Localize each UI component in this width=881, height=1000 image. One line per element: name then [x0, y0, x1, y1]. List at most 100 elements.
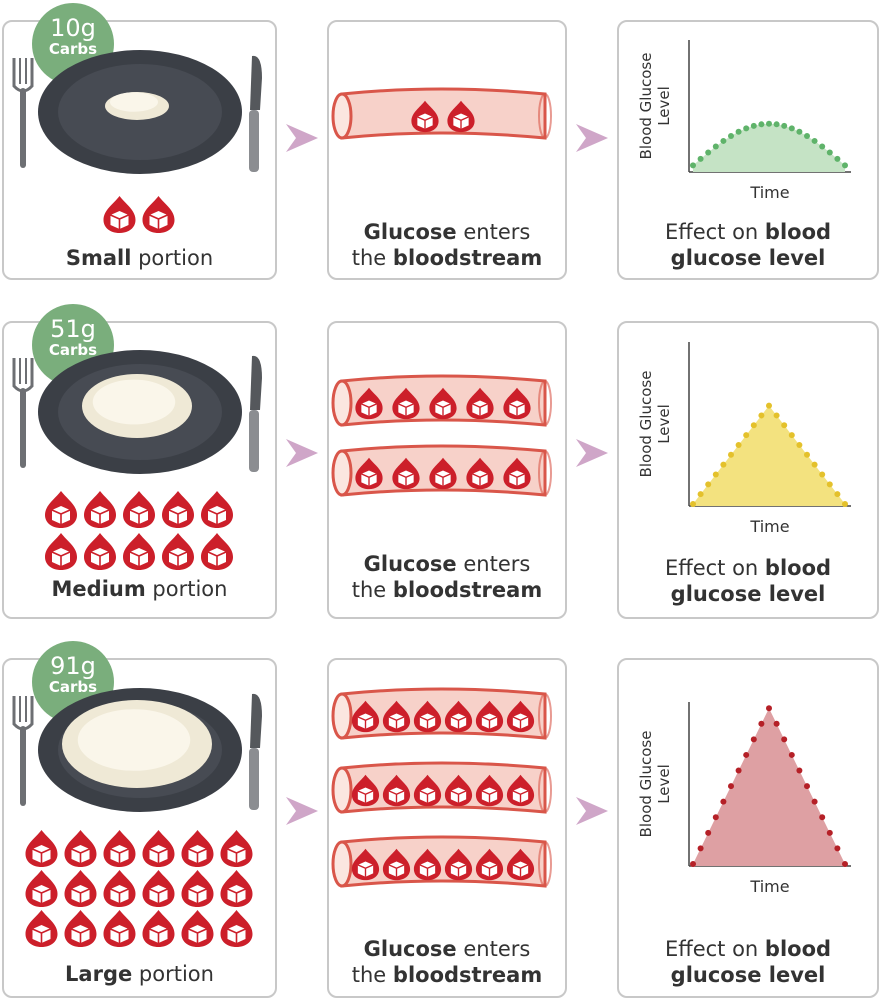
curve-point — [834, 845, 841, 852]
glucose-drop-icon — [392, 457, 420, 490]
curve-point — [758, 121, 765, 128]
glucose-drop-icon — [103, 910, 136, 947]
bloodstream-caption-medium: Glucose enters the bloodstream — [351, 552, 543, 602]
curve-point — [819, 814, 826, 821]
curve-point — [720, 798, 727, 805]
glucose-drops-small — [103, 196, 175, 233]
carbs-amount: 91g — [50, 652, 96, 680]
glucose-drop-icon — [506, 848, 535, 881]
glucose-drop-icon — [475, 700, 504, 733]
carbs-unit: Carbs — [48, 40, 98, 58]
curve-point — [796, 128, 803, 135]
curve-point — [788, 125, 795, 132]
curve-point — [743, 751, 750, 758]
glucose-drop-icon — [355, 387, 383, 420]
glucose-drop-icon — [411, 100, 439, 133]
glucose-drop-icon — [123, 491, 155, 528]
glucose-drop-icon — [351, 700, 380, 733]
blood-vessels-large — [331, 687, 552, 888]
fork-icon — [12, 696, 34, 806]
curve-point — [811, 137, 818, 144]
glucose-drop-icon — [382, 774, 411, 807]
glucose-drop-icon — [220, 910, 253, 947]
glucose-drop-icon — [25, 870, 58, 907]
plate-medium-portion — [12, 350, 262, 474]
glucose-drop-icon — [392, 387, 420, 420]
curve-area — [693, 708, 845, 866]
bloodstream-caption-large: Glucose enters the bloodstream — [351, 937, 543, 987]
curve-point — [842, 162, 848, 169]
glucose-drop-icon — [447, 100, 475, 133]
glucose-drop-icon — [475, 848, 504, 881]
curve-point — [826, 829, 833, 836]
curve-point — [735, 441, 742, 448]
glucose-drop-icon — [506, 774, 535, 807]
curve-point — [826, 149, 833, 156]
bloodstream-panel-small — [327, 20, 567, 280]
glucose-drop-icon — [181, 910, 214, 947]
glucose-drop-icon — [506, 700, 535, 733]
curve-point — [705, 829, 712, 836]
y-axis-label: Blood GlucoseLevel — [637, 371, 673, 478]
carbs-amount: 51g — [50, 315, 96, 343]
curve-point — [690, 861, 696, 867]
effect-caption-small: Effect on blood glucose level — [664, 220, 832, 270]
curve-point — [705, 481, 712, 488]
glucose-drop-icon — [103, 196, 136, 233]
glucose-drop-icon — [413, 848, 442, 881]
curve-point — [712, 143, 719, 150]
effect-caption-large: Effect on blood glucose level — [664, 937, 832, 987]
curve-point — [826, 481, 833, 488]
glucose-drop-icon — [355, 457, 383, 490]
curve-point — [842, 501, 848, 507]
arrow-right-icon — [576, 124, 608, 152]
carbs-unit: Carbs — [48, 341, 98, 359]
curve-point — [773, 412, 780, 419]
curve-point — [819, 143, 826, 150]
curve-point — [758, 412, 765, 419]
curve-point — [766, 402, 772, 409]
glucose-drop-icon — [351, 774, 380, 807]
arrow-right-icon — [576, 439, 608, 467]
curve-point — [705, 149, 712, 156]
curve-point — [697, 845, 704, 852]
fork-icon — [12, 358, 34, 468]
arrow-right-icon — [576, 797, 608, 825]
glucose-drop-icon — [25, 910, 58, 947]
blood-vessel-icon — [331, 87, 552, 140]
bloodstream-caption-small: Glucose enters the bloodstream — [351, 220, 543, 270]
arrow-right-icon — [286, 124, 318, 152]
x-axis-label: Time — [749, 877, 789, 896]
curve-point — [735, 767, 742, 774]
x-axis-label: Time — [749, 517, 789, 536]
curve-point — [712, 471, 719, 478]
curve-point — [750, 736, 757, 743]
curve-point — [690, 162, 696, 169]
glucose-drop-icon — [466, 387, 494, 420]
curve-point — [781, 422, 788, 429]
glucose-drop-icon — [444, 774, 473, 807]
curve-point — [788, 432, 795, 439]
glucose-drop-icon — [382, 848, 411, 881]
curve-point — [811, 798, 818, 805]
curve-point — [773, 720, 780, 727]
glucose-drop-icon — [103, 830, 136, 867]
arrow-right-icon — [286, 439, 318, 467]
portion-caption-medium: Medium portion — [51, 577, 228, 601]
curve-point — [796, 767, 803, 774]
curve-point — [743, 432, 750, 439]
y-axis-label: Blood GlucoseLevel — [637, 731, 673, 838]
glucose-drop-icon — [103, 870, 136, 907]
plate-small-portion — [12, 50, 262, 174]
glucose-drop-icon — [429, 387, 457, 420]
glucose-drop-icon — [64, 910, 97, 947]
glucose-drops-large — [25, 830, 253, 947]
curve-point — [690, 501, 696, 507]
glucose-drop-icon — [429, 457, 457, 490]
curve-point — [697, 491, 704, 498]
glucose-drop-icon — [413, 700, 442, 733]
curve-point — [781, 736, 788, 743]
glucose-drop-icon — [142, 196, 175, 233]
curve-point — [796, 441, 803, 448]
